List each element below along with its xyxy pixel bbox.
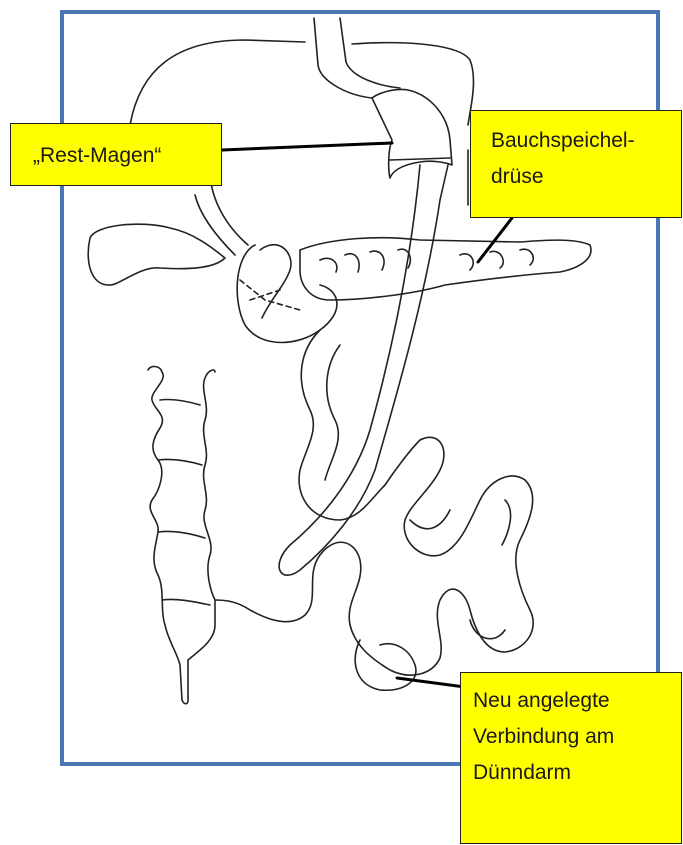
pancreas-lobules bbox=[320, 249, 533, 272]
gallbladder bbox=[88, 224, 225, 285]
colon-haustra bbox=[158, 399, 210, 605]
duodenum-dashed bbox=[240, 280, 300, 310]
esophagus bbox=[314, 18, 400, 98]
label-pankreas-line2: drüse bbox=[491, 159, 681, 195]
callout-rest-magen: „Rest-Magen“ bbox=[10, 123, 222, 186]
stomach-staple-line bbox=[390, 158, 450, 160]
callout-bauchspeicheldruese: Bauchspeichel- drüse bbox=[470, 110, 682, 218]
leader-pankreas bbox=[478, 218, 512, 262]
callout-neue-verbindung: Neu angelegte Verbindung am Dünndarm bbox=[460, 672, 682, 844]
new-connection bbox=[355, 640, 416, 690]
label-pankreas-line1: Bauchspeichel- bbox=[491, 123, 681, 159]
small-intestine-inner bbox=[325, 345, 511, 639]
leader-rest-magen bbox=[222, 143, 392, 150]
label-rest-magen: „Rest-Magen“ bbox=[33, 142, 221, 170]
pancreas bbox=[300, 238, 591, 300]
small-intestine bbox=[215, 330, 533, 675]
bile-duct bbox=[195, 175, 248, 255]
alimentary-limb bbox=[279, 165, 448, 575]
label-verbindung-line2: Verbindung am bbox=[473, 719, 681, 755]
colon bbox=[148, 366, 215, 703]
stomach-remnant bbox=[372, 89, 452, 178]
label-verbindung-line1: Neu angelegte bbox=[473, 683, 681, 719]
label-verbindung-line3: Dünndarm bbox=[473, 755, 681, 791]
